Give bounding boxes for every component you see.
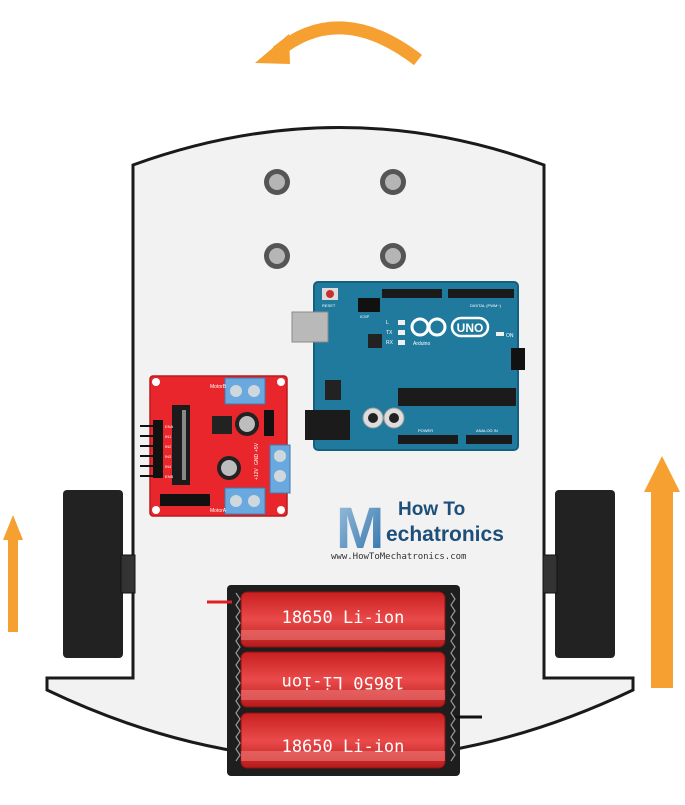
v5-label: +5V — [254, 442, 260, 452]
arduino-brand-text: Arduino — [413, 341, 430, 347]
right-speed-arrow-icon — [644, 456, 680, 688]
battery-cell: 18650 Li-ion — [240, 591, 446, 648]
battery-cell-label: 18650 Li-ion — [282, 608, 405, 628]
l-label: L — [386, 320, 389, 326]
analog-label: ANALOG IN — [476, 428, 498, 433]
left-wheel — [63, 490, 136, 658]
left-speed-arrow-icon — [3, 515, 23, 632]
logo-m-letter: M — [336, 496, 384, 561]
gnd-label: GND — [254, 454, 260, 466]
battery-cell: 18650 Li-ion — [240, 712, 446, 769]
on-label: ON — [506, 333, 514, 339]
rx-label: RX — [386, 340, 394, 346]
arduino-uno-board: RESET ICSP DIGITAL (PWM~) L TX RX UNO Ar… — [291, 281, 525, 451]
motor-a-label: MotorA — [210, 508, 227, 514]
motor-b-label: MotorB — [210, 384, 227, 390]
battery-cell-label: 18650 Li-ion — [282, 672, 405, 692]
icsp-label: ICSP — [360, 314, 370, 319]
rotation-arrow-icon — [255, 21, 422, 66]
uno-text: UNO — [457, 321, 484, 335]
driver-pin-label: IN4 — [165, 464, 172, 469]
mounting-holes — [264, 169, 406, 269]
driver-pin-label: IN1 — [165, 434, 172, 439]
logo-line2: echatronics — [386, 523, 504, 546]
driver-pin-label: ENB — [165, 474, 174, 479]
battery-pack: 18650 Li-ion 18650 Li-ion 18650 Li-ion — [207, 585, 482, 776]
reset-label: RESET — [322, 303, 336, 308]
driver-pin-label: IN3 — [165, 454, 172, 459]
driver-pin-label: IN2 — [165, 444, 172, 449]
howtomechatronics-logo: M How To echatronics www.HowToMechatroni… — [331, 496, 504, 562]
battery-cell: 18650 Li-ion — [240, 651, 446, 708]
v12-label: +12V — [254, 468, 260, 480]
battery-cell-label: 18650 Li-ion — [282, 737, 405, 757]
right-wheel — [542, 490, 615, 658]
logo-line1: How To — [398, 499, 465, 520]
driver-pin-label: ENA — [165, 424, 174, 429]
l298n-motor-driver: MotorB MotorA +12V GND +5V ENA IN1IN2IN3I… — [140, 375, 291, 517]
logo-url: www.HowToMechatronics.com — [331, 552, 466, 562]
tx-label: TX — [386, 330, 393, 336]
arduino-logo-icon: UNO Arduino — [410, 316, 490, 347]
digital-label: DIGITAL (PWM~) — [470, 303, 502, 308]
power-label: POWER — [418, 428, 433, 433]
